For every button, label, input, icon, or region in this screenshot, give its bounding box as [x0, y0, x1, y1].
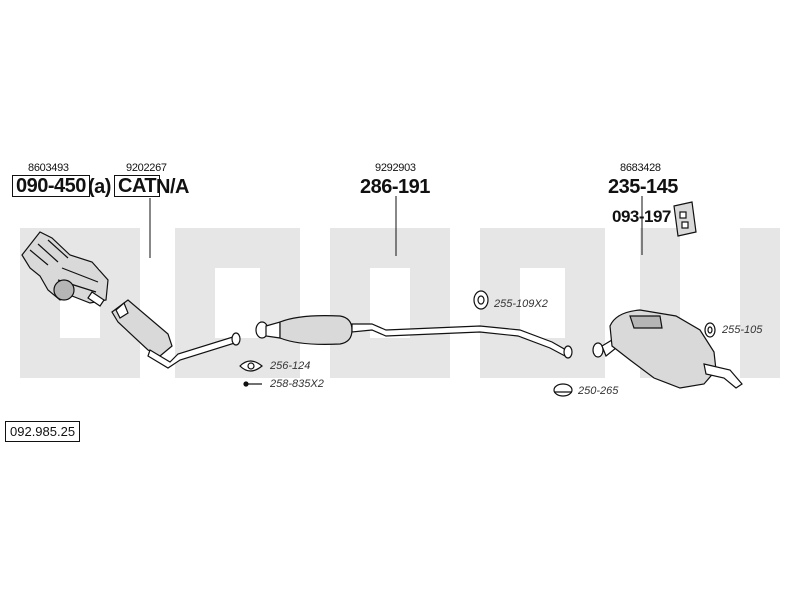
hanger-rear-label: 255-105 [722, 324, 763, 336]
clamp-mid-icon [243, 381, 262, 387]
exhaust-manifold [21, 231, 109, 307]
clamp-rear-icon [553, 383, 573, 397]
cat-label: CAT [114, 175, 161, 197]
manifold-part-number: 090-450 [12, 175, 90, 197]
rear-muffler [592, 309, 743, 389]
hanger-mid-label: 255-109X2 [494, 298, 548, 310]
reference-number: 092.985.25 [5, 421, 81, 442]
catalytic-converter [111, 299, 241, 369]
center-muffler [255, 315, 573, 359]
mid-oe-number: 9292903 [375, 162, 416, 174]
manifold-oe-number: 8603493 [28, 162, 69, 174]
rear-oe-number: 8683428 [620, 162, 661, 174]
clamp-mid-label: 258-835X2 [270, 378, 324, 390]
manifold-suffix: (a) [88, 176, 111, 198]
cat-na-label: N/A [156, 176, 189, 198]
cat-oe-number: 9202267 [126, 162, 167, 174]
leader-lines [149, 196, 643, 258]
rear-part-number: 235-145 [608, 176, 678, 198]
hanger-rear-icon [704, 322, 716, 338]
gasket-icon [239, 360, 263, 372]
gasket-mid-label: 256-124 [270, 360, 311, 372]
mounting-bracket [673, 201, 697, 237]
hanger-mid-icon [473, 290, 489, 310]
mount-part-number: 093-197 [612, 207, 671, 226]
mid-part-number: 286-191 [360, 176, 430, 198]
clamp-rear-label: 250-265 [578, 385, 619, 397]
